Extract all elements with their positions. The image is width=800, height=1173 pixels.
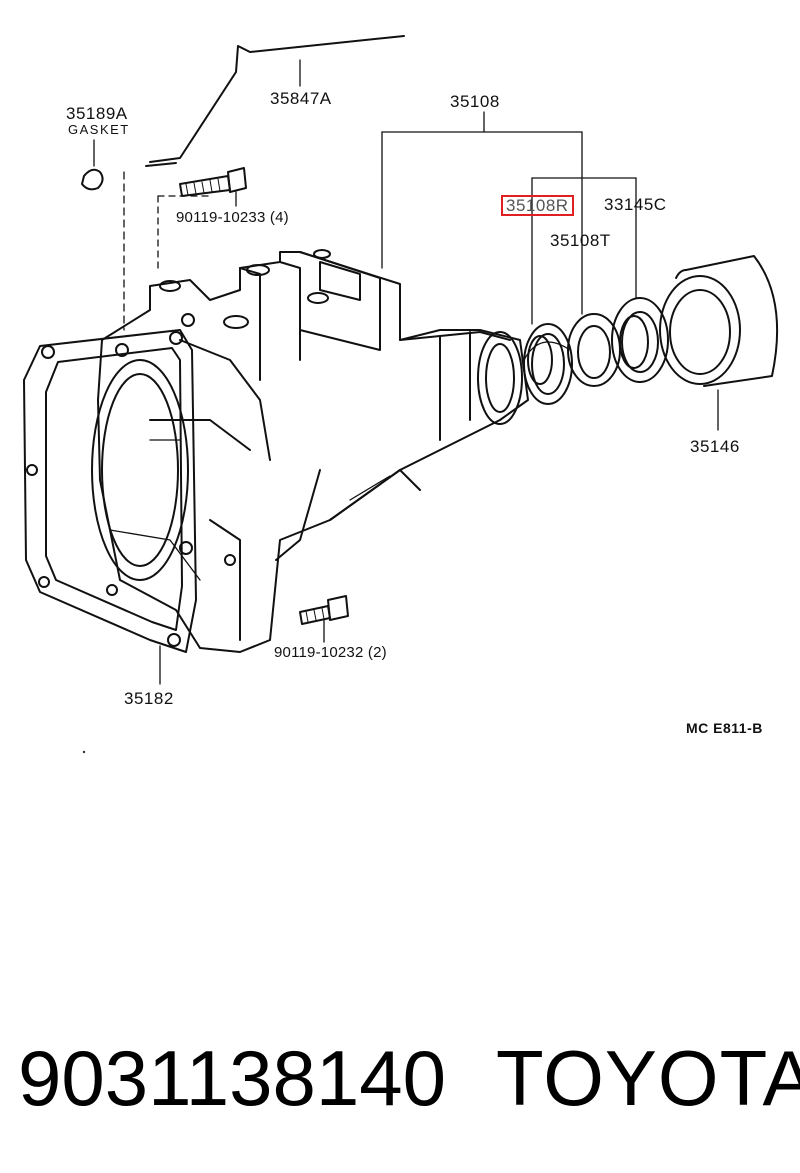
callout-35146: 35146 bbox=[690, 437, 740, 456]
upper-bolt bbox=[157, 167, 247, 271]
gasket-plug bbox=[81, 139, 104, 191]
gasket-plate bbox=[23, 329, 197, 685]
oil-seal bbox=[523, 323, 573, 405]
callout-35189a: 35189A bbox=[66, 104, 128, 123]
callout-bolt-lower: 90119-10232 (2) bbox=[274, 644, 387, 661]
callout-gasket-word: GASKET bbox=[68, 122, 130, 137]
cylinder-ring bbox=[659, 255, 779, 431]
lower-bolt bbox=[299, 595, 349, 643]
callout-35847a: 35847A bbox=[270, 89, 332, 108]
exploded-parts-diagram bbox=[23, 35, 779, 754]
callout-35108t: 35108T bbox=[550, 231, 611, 250]
callout-35182: 35182 bbox=[124, 689, 174, 708]
transfer-housing bbox=[91, 249, 529, 653]
breather-wire bbox=[145, 35, 405, 167]
footer: 9031138140 TOYOTA bbox=[0, 1030, 800, 1140]
callout-bolt-upper: 90119-10233 (4) bbox=[176, 209, 289, 226]
part-number: 9031138140 bbox=[18, 1034, 447, 1122]
brand-name: TOYOTA bbox=[496, 1034, 800, 1122]
callout-33145c: 33145C bbox=[604, 195, 667, 214]
callout-35108r: 35108R bbox=[501, 195, 574, 216]
assembly-bracket bbox=[381, 111, 637, 325]
scan-dots bbox=[82, 750, 86, 754]
diagram-code: MC E811-B bbox=[686, 720, 763, 736]
ring-33145c bbox=[611, 297, 669, 383]
callout-35108: 35108 bbox=[450, 92, 500, 111]
